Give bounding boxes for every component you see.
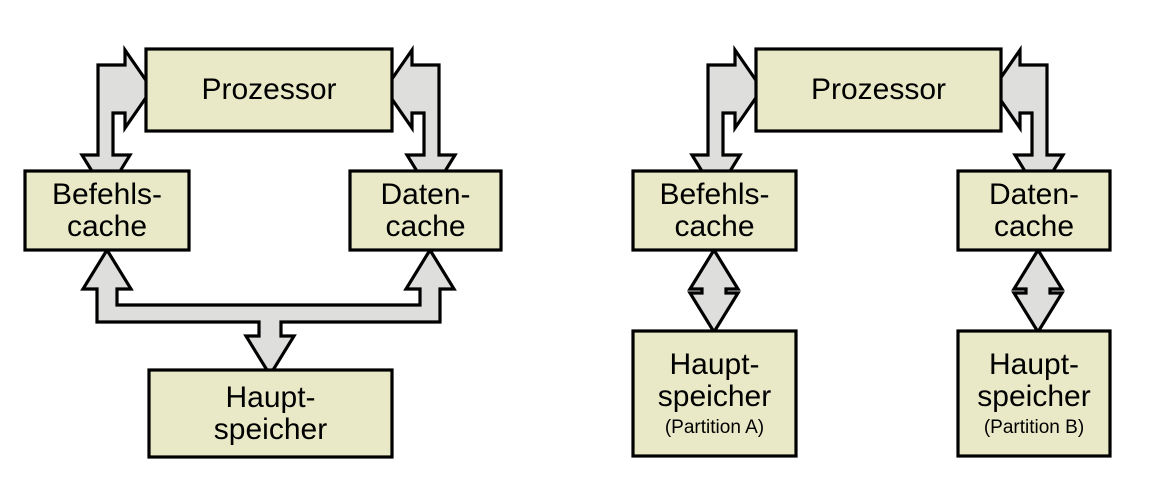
box-main-memory-a	[631, 329, 798, 458]
box-processor-left	[144, 47, 394, 133]
box-main-memory-b	[956, 329, 1112, 458]
box-data-cache-left	[348, 169, 503, 252]
arrow-memory-to-caches-left-diagram	[80, 246, 457, 379]
box-main-memory-left	[147, 368, 394, 459]
box-instruction-cache-left	[23, 169, 191, 252]
arrow-instruction-cache-memory-a	[687, 246, 741, 336]
arrow-data-cache-memory-b	[1011, 246, 1065, 336]
box-instruction-cache-right	[631, 169, 798, 252]
box-data-cache-right	[956, 169, 1112, 252]
box-processor-right	[754, 47, 1003, 133]
